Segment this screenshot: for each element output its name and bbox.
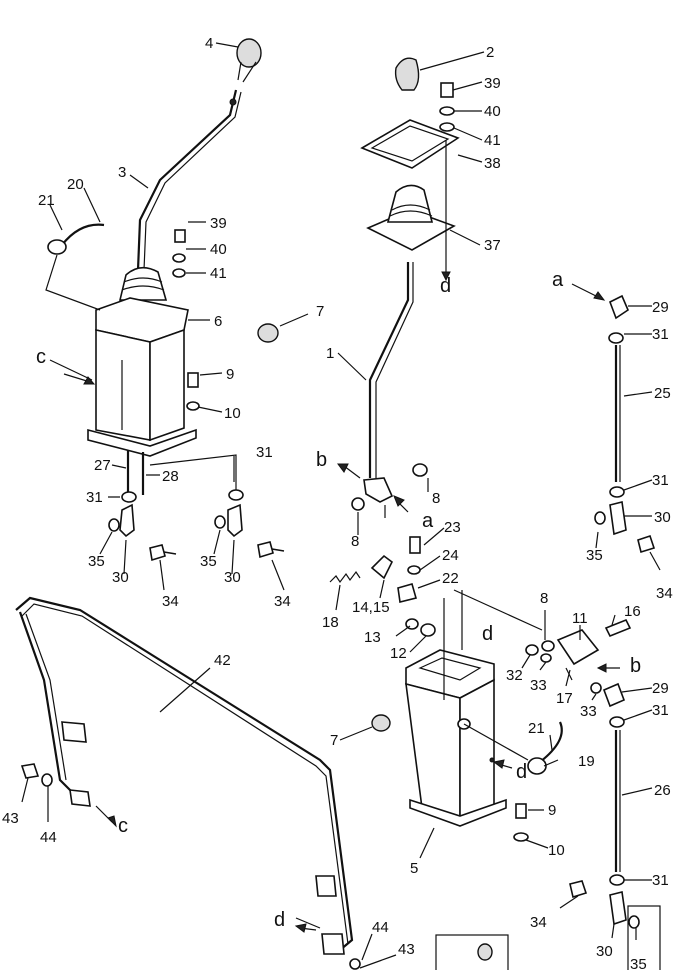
callout-10b: 10 bbox=[548, 842, 565, 859]
knob-part-4 bbox=[236, 38, 262, 68]
callout-35a: 35 bbox=[88, 553, 105, 570]
callout-7a: 7 bbox=[316, 303, 324, 320]
callout-44a: 44 bbox=[40, 829, 57, 846]
leader-lines bbox=[21, 42, 661, 969]
callout-40a: 40 bbox=[210, 241, 227, 258]
ref-letter-d-right: d bbox=[516, 761, 527, 783]
callout-9b: 9 bbox=[548, 802, 556, 819]
direction-arrows bbox=[63, 262, 620, 933]
callout-29a: 29 bbox=[652, 299, 669, 316]
ref-letter-d-top: d bbox=[440, 275, 451, 297]
callout-10a: 10 bbox=[224, 405, 241, 422]
callout-30a: 30 bbox=[112, 569, 129, 586]
ref-letter-c-lower: c bbox=[118, 815, 128, 837]
ref-letter-d-bottom: d bbox=[274, 909, 285, 931]
callout-21b: 21 bbox=[528, 720, 545, 737]
right-rod-assemblies bbox=[525, 294, 656, 929]
callout-37: 37 bbox=[484, 237, 501, 254]
callout-7b: 7 bbox=[330, 732, 338, 749]
callout-18: 18 bbox=[322, 614, 339, 631]
center-lever-assembly bbox=[329, 57, 563, 842]
ref-letter-a-lower: a bbox=[422, 510, 434, 532]
callout-4: 4 bbox=[205, 35, 213, 52]
callout-8b: 8 bbox=[351, 533, 359, 550]
callout-20: 20 bbox=[67, 176, 84, 193]
callout-31e: 31 bbox=[652, 702, 669, 719]
callout-28: 28 bbox=[162, 468, 179, 485]
callout-41b: 41 bbox=[484, 132, 501, 149]
callout-25: 25 bbox=[654, 385, 671, 402]
inset-boxes bbox=[435, 905, 661, 970]
ref-letter-a-upper: a bbox=[552, 269, 564, 291]
callout-14-15: 14,15 bbox=[352, 599, 390, 616]
callout-35d: 35 bbox=[630, 956, 647, 970]
callout-2: 2 bbox=[486, 44, 494, 61]
callout-34d: 34 bbox=[530, 914, 547, 931]
callout-31a: 31 bbox=[86, 489, 103, 506]
callout-27: 27 bbox=[94, 457, 111, 474]
callout-33b: 33 bbox=[580, 703, 597, 720]
callout-41a: 41 bbox=[210, 265, 227, 282]
knob-part-2 bbox=[394, 57, 420, 91]
lever-part-3 bbox=[136, 89, 238, 271]
callout-30b: 30 bbox=[224, 569, 241, 586]
callout-42: 42 bbox=[214, 652, 231, 669]
ref-letter-b-left: b bbox=[316, 449, 327, 471]
callout-8a: 8 bbox=[432, 490, 440, 507]
callout-35b: 35 bbox=[200, 553, 217, 570]
callout-30c: 30 bbox=[654, 509, 671, 526]
link-rod-part-42 bbox=[15, 596, 354, 951]
callout-30d: 30 bbox=[596, 943, 613, 960]
callout-43b: 43 bbox=[398, 941, 415, 958]
callout-22: 22 bbox=[442, 570, 459, 587]
callout-34c: 34 bbox=[656, 585, 673, 602]
callout-35c: 35 bbox=[586, 547, 603, 564]
callout-33a: 33 bbox=[530, 677, 547, 694]
callout-29b: 29 bbox=[652, 680, 669, 697]
callout-43a: 43 bbox=[2, 810, 19, 827]
callout-16: 16 bbox=[624, 603, 641, 620]
callout-24: 24 bbox=[442, 547, 459, 564]
ref-letter-d-housing: d bbox=[482, 623, 493, 645]
ref-letter-b-right: b bbox=[630, 655, 641, 677]
callout-31d: 31 bbox=[652, 472, 669, 489]
ref-letter-c-upper: c bbox=[36, 346, 46, 368]
callout-12: 12 bbox=[390, 645, 407, 662]
callout-5: 5 bbox=[410, 860, 418, 877]
callout-8c: 8 bbox=[540, 590, 548, 607]
callout-9a: 9 bbox=[226, 366, 234, 383]
callout-34b: 34 bbox=[274, 593, 291, 610]
callout-40b: 40 bbox=[484, 103, 501, 120]
callout-21a: 21 bbox=[38, 192, 55, 209]
callout-39b: 39 bbox=[484, 75, 501, 92]
callout-23: 23 bbox=[444, 519, 461, 536]
callout-31c: 31 bbox=[652, 326, 669, 343]
callout-26: 26 bbox=[654, 782, 671, 799]
callout-1: 1 bbox=[326, 345, 334, 362]
callout-17: 17 bbox=[556, 690, 573, 707]
callout-38: 38 bbox=[484, 155, 501, 172]
callout-32: 32 bbox=[506, 667, 523, 684]
callout-numbers: 1 2 3 4 5 6 7 7 8 8 8 9 9 10 10 11 12 13… bbox=[2, 35, 673, 970]
callout-31f: 31 bbox=[652, 872, 669, 889]
callout-31b: 31 bbox=[256, 444, 273, 461]
lever-part-1 bbox=[368, 262, 410, 478]
callout-34a: 34 bbox=[162, 593, 179, 610]
link-rod-assembly bbox=[15, 596, 361, 970]
callout-19: 19 bbox=[578, 753, 595, 770]
callout-39a: 39 bbox=[210, 215, 227, 232]
callout-11: 11 bbox=[572, 610, 588, 627]
reference-letters: a a b b c c d d d d bbox=[36, 269, 641, 931]
callout-6: 6 bbox=[214, 313, 222, 330]
callout-44b: 44 bbox=[372, 919, 389, 936]
callout-13: 13 bbox=[364, 629, 381, 646]
left-lever-assembly bbox=[45, 38, 285, 562]
callout-3: 3 bbox=[118, 164, 126, 181]
